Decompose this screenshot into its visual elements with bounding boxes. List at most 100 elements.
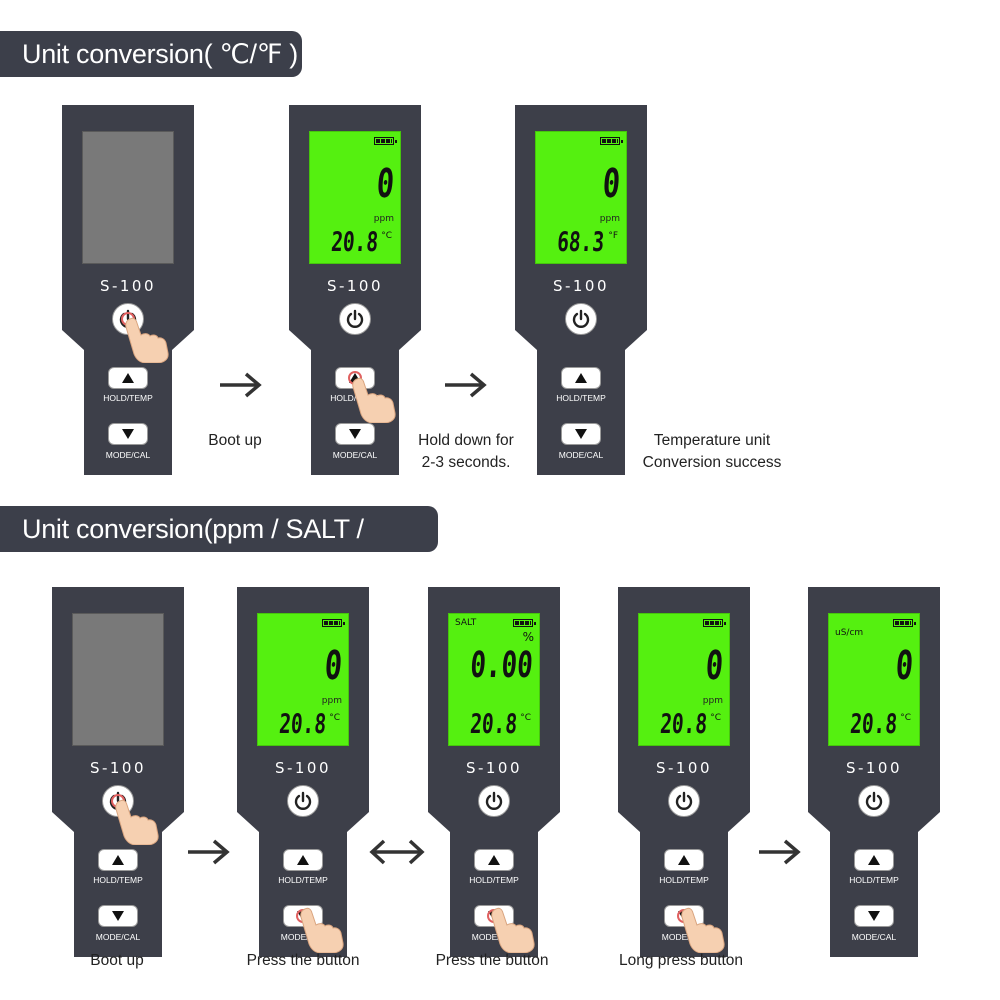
meter-e: 0 ppm 20.8 °C S-100 HOLD/TEMP MODE/CAL: [237, 587, 369, 957]
temp-unit: °C: [520, 713, 531, 723]
model-label: S-100: [274, 759, 332, 777]
temp-reading: 20.8: [659, 709, 709, 740]
caption-line: Temperature unit: [653, 432, 771, 449]
hold-temp-label: HOLD/TEMP: [849, 875, 899, 885]
meter-a: S-100 HOLD/TEMP MODE/CAL: [62, 105, 194, 475]
hold-temp-label: HOLD/TEMP: [103, 393, 153, 403]
hold-temp-button[interactable]: [664, 849, 704, 871]
main-reading: 0: [893, 643, 915, 689]
caption-boot-up: Boot up: [90, 952, 144, 969]
unit-label: ppm: [599, 214, 620, 224]
temp-reading: 20.8: [849, 709, 899, 740]
hold-temp-button[interactable]: [474, 849, 514, 871]
main-reading: 0.00: [469, 645, 535, 686]
meter-f: SALT % 0.00 20.8 °C S-100 HOLD/TEMP MODE…: [428, 587, 560, 957]
model-label: S-100: [465, 759, 523, 777]
model-label: S-100: [655, 759, 713, 777]
temp-unit: °C: [710, 713, 721, 723]
caption-press-button: Press the button: [435, 952, 549, 969]
main-reading: 0: [703, 643, 725, 689]
mode-cal-button[interactable]: [108, 423, 148, 445]
mode-cal-label: MODE/CAL: [661, 932, 707, 942]
power-button[interactable]: [668, 785, 700, 817]
lcd-screen-off: [82, 131, 174, 264]
main-reading: 0: [374, 161, 396, 207]
mode-cal-label: MODE/CAL: [105, 450, 151, 460]
meter-b: 0 ppm 20.8 °C S-100 HOLD/TEMP MODE/CAL: [289, 105, 421, 475]
arrow-right-icon: [759, 839, 801, 865]
hold-temp-label: HOLD/TEMP: [278, 875, 328, 885]
power-button[interactable]: [339, 303, 371, 335]
main-reading: 0: [322, 643, 344, 689]
mode-cal-button[interactable]: [561, 423, 601, 445]
caption-press-button: Press the button: [246, 952, 360, 969]
arrow-both-icon: [369, 839, 425, 865]
arrow-right-icon: [445, 372, 487, 398]
caption-boot-up: Boot up: [208, 432, 262, 449]
hold-temp-label: HOLD/TEMP: [556, 393, 606, 403]
mode-label: uS/cm: [835, 628, 864, 638]
temp-unit: °C: [381, 231, 392, 241]
caption-line: 2-3 seconds.: [421, 454, 511, 471]
mode-cal-button[interactable]: [98, 905, 138, 927]
meter-d: S-100 HOLD/TEMP MODE/CAL: [52, 587, 184, 957]
hold-temp-button[interactable]: [108, 367, 148, 389]
mode-cal-label: MODE/CAL: [332, 450, 378, 460]
lcd-screen: 0 ppm 68.3 °F: [535, 131, 627, 264]
temp-reading: 20.8: [278, 709, 328, 740]
caption-hold-down: Hold down for 2-3 seconds.: [405, 430, 527, 474]
hold-temp-button[interactable]: [561, 367, 601, 389]
caption-line: Conversion success: [642, 454, 782, 471]
mode-cal-label: MODE/CAL: [471, 932, 517, 942]
battery-icon: [374, 137, 397, 145]
temp-reading: 20.8: [469, 709, 519, 740]
model-label: S-100: [326, 277, 384, 295]
battery-icon: [600, 137, 623, 145]
percent-label: %: [522, 630, 534, 644]
section2-banner: Unit conversion(ppm / SALT / uS/cm): [0, 506, 438, 590]
hold-temp-button[interactable]: [283, 849, 323, 871]
lcd-screen: uS/cm 0 20.8 °C: [828, 613, 920, 746]
lcd-screen: SALT % 0.00 20.8 °C: [448, 613, 540, 746]
hand-icon: [115, 799, 159, 845]
temp-unit: °F: [608, 231, 618, 241]
hold-temp-label: HOLD/TEMP: [659, 875, 709, 885]
arrow-right-icon: [188, 839, 230, 865]
battery-icon: [322, 619, 345, 627]
hand-icon: [352, 377, 396, 423]
battery-icon: [893, 619, 916, 627]
hand-icon: [681, 907, 725, 953]
power-button[interactable]: [478, 785, 510, 817]
mode-cal-button[interactable]: [854, 905, 894, 927]
hold-temp-label: HOLD/TEMP: [330, 393, 380, 403]
mode-cal-label: MODE/CAL: [95, 932, 141, 942]
temp-unit: °C: [329, 713, 340, 723]
model-label: S-100: [89, 759, 147, 777]
caption-line: Hold down for: [418, 432, 514, 449]
power-button[interactable]: [287, 785, 319, 817]
meter-c: 0 ppm 68.3 °F S-100 HOLD/TEMP MODE/CAL: [515, 105, 647, 475]
model-label: S-100: [552, 277, 610, 295]
temp-reading: 20.8: [330, 227, 380, 258]
hold-temp-label: HOLD/TEMP: [469, 875, 519, 885]
section1-banner: Unit conversion( ℃/℉ ): [0, 31, 302, 77]
caption-long-press: Long press button: [618, 952, 744, 969]
hold-temp-button[interactable]: [98, 849, 138, 871]
mode-cal-label: MODE/CAL: [558, 450, 604, 460]
mode-cal-label: MODE/CAL: [851, 932, 897, 942]
meter-h: uS/cm 0 20.8 °C S-100 HOLD/TEMP MODE/CAL: [808, 587, 940, 957]
power-button[interactable]: [858, 785, 890, 817]
hand-icon: [491, 907, 535, 953]
temp-unit: °C: [900, 713, 911, 723]
mode-cal-button[interactable]: [335, 423, 375, 445]
arrow-right-icon: [220, 372, 262, 398]
unit-label: ppm: [321, 696, 342, 706]
power-button[interactable]: [565, 303, 597, 335]
meter-g: 0 ppm 20.8 °C S-100 HOLD/TEMP MODE/CAL: [618, 587, 750, 957]
unit-label: ppm: [702, 696, 723, 706]
hold-temp-button[interactable]: [854, 849, 894, 871]
model-label: S-100: [845, 759, 903, 777]
lcd-screen: 0 ppm 20.8 °C: [638, 613, 730, 746]
battery-icon: [513, 619, 536, 627]
